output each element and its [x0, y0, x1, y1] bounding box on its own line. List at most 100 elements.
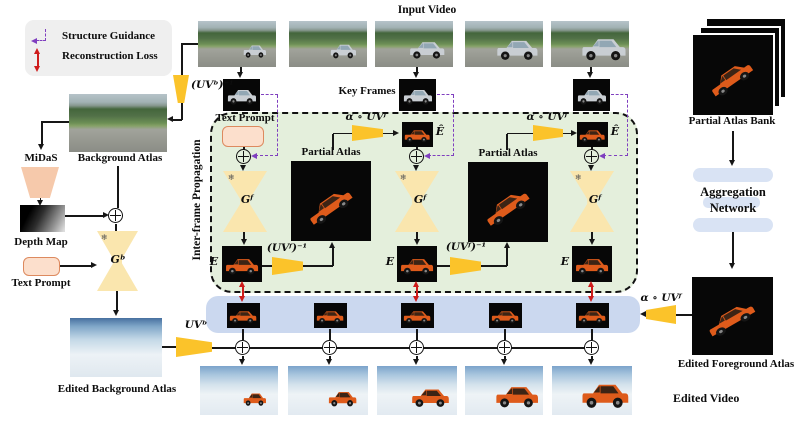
connector: [416, 356, 418, 360]
midas-network: [21, 167, 59, 198]
structure-guidance-path: [428, 155, 454, 157]
structure-guidance-path: [437, 94, 454, 96]
key-frame: [223, 79, 260, 111]
key-frames-label: Key Frames: [338, 85, 396, 97]
e-hat-label: Ê: [435, 125, 445, 138]
connector: [506, 134, 509, 150]
connector: [162, 346, 176, 348]
arrowhead: [329, 242, 336, 248]
connector: [243, 147, 245, 150]
arrowhead: [239, 359, 246, 365]
arrowhead: [413, 359, 420, 365]
arrowhead: [412, 296, 419, 302]
arrowhead: [412, 281, 419, 287]
connector: [416, 67, 418, 73]
reconstruction-loss-arrow: [416, 287, 418, 297]
generator-f-label: Gᶠ: [588, 193, 602, 206]
edited-foreground-atlas-label: Edited Foreground Atlas: [677, 358, 795, 370]
orange-car: [705, 55, 758, 102]
arrowhead: [588, 165, 595, 171]
orange-car: [400, 256, 434, 277]
connector: [383, 132, 393, 135]
arrowhead: [412, 72, 419, 78]
text-prompt-label: Text Prompt: [215, 112, 275, 124]
uv-f-inverse-label: (UVᶠ)⁻¹: [266, 242, 308, 254]
aggregation-network-layer: [693, 218, 773, 232]
alpha-uv-f-funnel: [533, 125, 563, 141]
orange-car: [578, 309, 606, 325]
orange-car: [316, 309, 344, 325]
key-frame: [399, 79, 436, 111]
connector: [329, 356, 331, 360]
frozen-snowflake-icon: ❄: [400, 173, 407, 182]
aggregation-network-layer: [703, 197, 760, 208]
edited-video-frame: [552, 366, 632, 415]
connector: [181, 44, 183, 75]
connector: [591, 232, 594, 240]
silver-car: [227, 87, 257, 107]
arrowhead: [503, 242, 510, 248]
orange-car: [403, 309, 431, 325]
oplus-operator: [584, 149, 599, 164]
structure-guidance-path: [453, 95, 455, 156]
aggregation-network-layer: [693, 168, 773, 182]
edited-keyframe-e: [397, 246, 437, 282]
arrowhead: [640, 311, 646, 318]
legend-reconstruction-loss-arrowhead: [34, 48, 40, 54]
edited-keyframe-e-hat: [402, 122, 433, 147]
silver-car: [330, 42, 357, 60]
inter-frame-propagation-title: Inter-frame Propagation: [191, 139, 203, 261]
arrowhead: [587, 296, 594, 302]
edited-keyframe-e: [572, 246, 612, 282]
oplus-operator: [409, 340, 424, 355]
partial-atlas-image: [291, 161, 371, 241]
aggregation-network-label: Aggregation Network: [700, 185, 766, 215]
edited-video-frame: [377, 366, 457, 415]
oplus-operator: [108, 208, 123, 223]
connector: [416, 329, 418, 340]
structure-guidance-path: [277, 95, 279, 156]
arrowhead: [103, 212, 109, 219]
orange-car: [328, 389, 357, 409]
structure-guidance-path: [255, 155, 278, 157]
oplus-operator: [236, 149, 251, 164]
generator-f-label: Gᶠ: [240, 193, 254, 206]
arrowhead: [729, 263, 736, 269]
orange-car: [404, 128, 431, 144]
connector: [416, 232, 419, 240]
depth-map-image: [20, 205, 65, 232]
connector: [117, 166, 119, 208]
partial-atlas-image: [468, 162, 548, 242]
uv-b-label: UVᵇ: [184, 319, 208, 331]
frozen-snowflake-icon: ❄: [228, 173, 235, 182]
connector: [303, 265, 333, 267]
connector: [437, 265, 450, 267]
connector: [242, 329, 244, 340]
edited-background-atlas-label: Edited Background Atlas: [57, 383, 177, 395]
orange-car: [229, 309, 257, 325]
generator-f-label: Gᶠ: [413, 193, 427, 206]
orange-car: [703, 297, 760, 343]
arrowhead: [240, 239, 247, 245]
alpha-uv-f-funnel: [352, 125, 383, 141]
connector: [41, 121, 69, 123]
edited-foreground-atlas-image: [692, 277, 773, 355]
legend-structure-guidance-icon: [36, 40, 46, 42]
orange-car: [491, 309, 519, 325]
structure-guidance-path: [261, 94, 278, 96]
reconstructed-frame: [313, 303, 347, 328]
connector: [591, 147, 594, 150]
arrowhead: [424, 153, 430, 160]
edited-keyframe-e-hat: [577, 122, 608, 147]
arrowhead: [413, 239, 420, 245]
edited-keyframe-e: [222, 246, 262, 282]
orange-car: [480, 184, 534, 232]
reconstructed-frame: [400, 303, 434, 328]
connector: [181, 43, 198, 45]
frozen-snowflake-icon: ❄: [101, 233, 108, 242]
frozen-snowflake-icon: ❄: [575, 173, 582, 182]
legend-reconstruction-loss-label: Reconstruction Loss: [62, 50, 158, 62]
connector: [242, 356, 244, 360]
connector: [332, 248, 334, 266]
partial-atlas-bank-front: [691, 33, 775, 117]
